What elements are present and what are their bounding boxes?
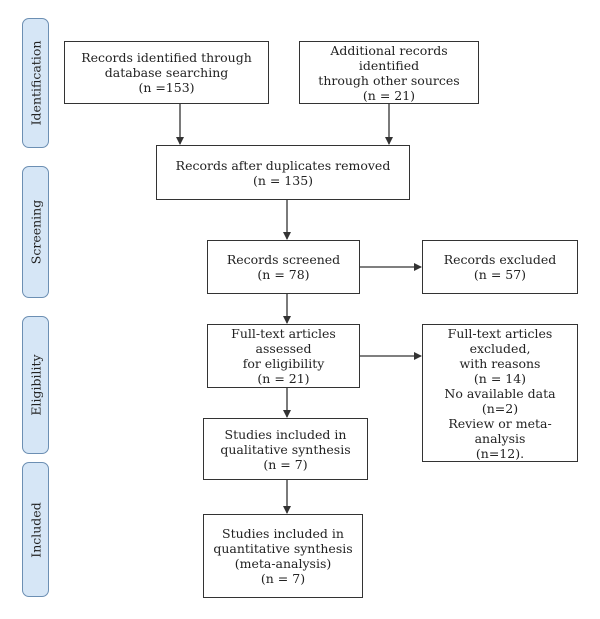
stage-identification: Identification: [22, 18, 49, 148]
box-quantitative-line-3: (meta-analysis): [234, 556, 332, 571]
box-qualitative-line-3: (n = 7): [263, 456, 308, 472]
box-other-sources: Additional records identified through ot…: [299, 41, 479, 104]
stage-screening: Screening: [22, 166, 49, 298]
box-records-excluded-line-1: Records excluded: [443, 252, 557, 267]
box-database-search-line-1: Records identified through: [81, 50, 252, 65]
box-fulltext-excluded: Full-text articles excluded, with reason…: [422, 324, 578, 462]
box-fulltext-excluded-line-2: with reasons: [459, 355, 541, 371]
box-fulltext-excluded-line-4: No available data (n=2): [444, 385, 556, 416]
box-fulltext-assessed-line-1: Full-text articles assessed: [231, 326, 336, 356]
box-qualitative-line-2: qualitative synthesis: [220, 441, 351, 457]
box-records-screened-line-2: (n = 78): [257, 267, 310, 282]
box-fulltext-excluded-line-3: (n = 14): [473, 370, 527, 386]
box-other-sources-line-2: through other sources: [318, 72, 460, 88]
box-fulltext-excluded-line-1: Full-text articles excluded,: [447, 325, 553, 356]
stage-included: Included: [22, 462, 49, 597]
box-database-search-line-2: database searching: [104, 65, 229, 80]
box-other-sources-line-3: (n = 21): [362, 87, 416, 103]
box-quantitative-line-1: Studies included in: [222, 526, 344, 541]
box-records-excluded: Records excluded (n = 57): [422, 240, 578, 294]
box-quantitative-synthesis: Studies included in quantitative synthes…: [203, 514, 363, 598]
box-fulltext-assessed-line-2: for eligibility: [242, 356, 325, 371]
box-quantitative-line-4: (n = 7): [260, 571, 306, 586]
box-duplicates-removed-line-1: Records after duplicates removed: [175, 157, 391, 173]
stage-eligibility: Eligibility: [22, 316, 49, 454]
box-records-screened-line-1: Records screened: [226, 252, 341, 267]
box-qualitative-line-1: Studies included in: [224, 426, 347, 442]
box-fulltext-excluded-line-5: Review or meta-analysis: [448, 415, 552, 446]
box-records-screened: Records screened (n = 78): [207, 240, 360, 294]
box-database-search-line-3: (n =153): [138, 80, 195, 95]
box-fulltext-assessed-line-3: (n = 21): [257, 371, 310, 386]
box-other-sources-line-1: Additional records identified: [330, 42, 448, 73]
box-fulltext-assessed: Full-text articles assessed for eligibil…: [207, 324, 360, 388]
box-database-search: Records identified through database sear…: [64, 41, 269, 104]
box-fulltext-excluded-line-6: (n=12).: [475, 445, 525, 461]
box-duplicates-removed-line-2: (n = 135): [252, 172, 314, 188]
box-duplicates-removed: Records after duplicates removed (n = 13…: [156, 145, 410, 200]
box-qualitative-synthesis: Studies included in qualitative synthesi…: [203, 418, 368, 480]
box-records-excluded-line-2: (n = 57): [473, 267, 527, 282]
box-quantitative-line-2: quantitative synthesis: [213, 541, 353, 556]
